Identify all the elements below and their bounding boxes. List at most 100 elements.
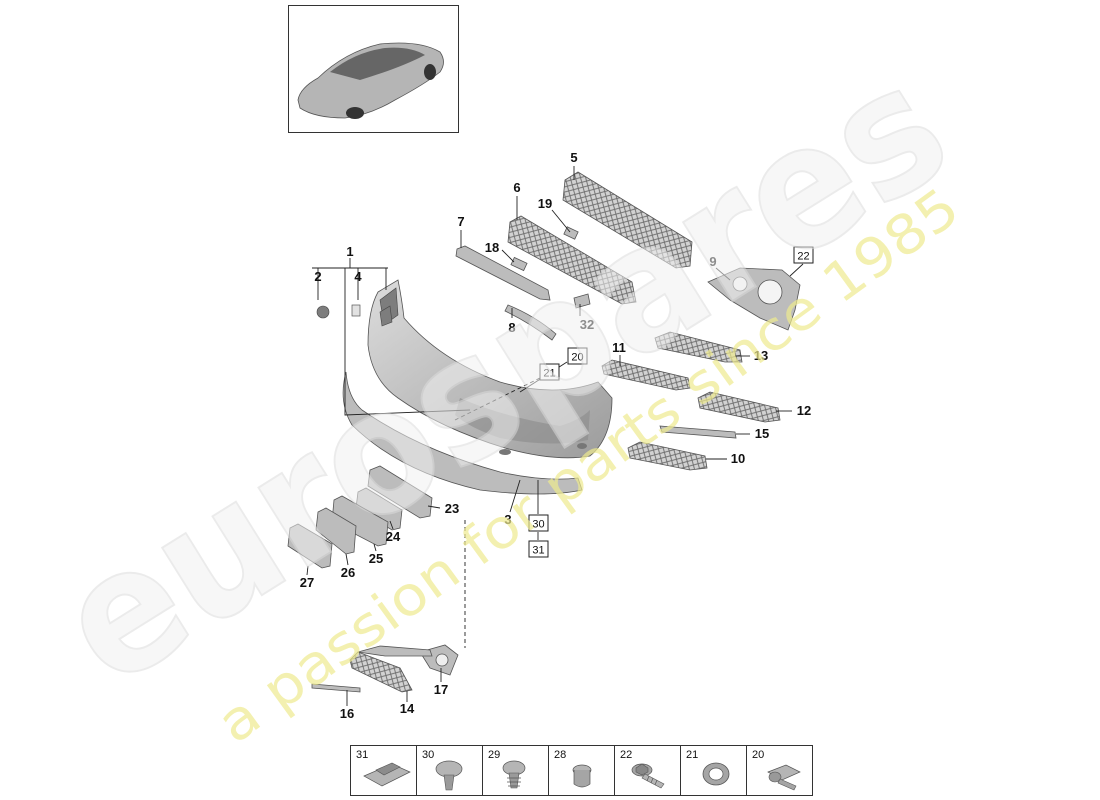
- callout-15: 15: [755, 426, 769, 441]
- part-13-air-duct: [654, 331, 743, 363]
- part-16-trim-strip: [311, 683, 361, 693]
- part-12-air-duct: [697, 391, 781, 423]
- boxed-ref-20-frame: [567, 347, 588, 365]
- legend-number-22: 22: [620, 749, 632, 761]
- leader-24: [389, 520, 394, 530]
- part-14-air-guide: [349, 651, 413, 693]
- callout-14: 14: [400, 701, 415, 716]
- boxed-ref-22: 22: [797, 251, 809, 263]
- part-9-mounting-bracket: [707, 267, 801, 331]
- callout-13: 13: [754, 348, 768, 363]
- callout-1: 1: [346, 244, 353, 259]
- callout-12: 12: [797, 403, 811, 418]
- grommet-icon: [702, 762, 730, 786]
- flange-screw-icon: [631, 763, 665, 789]
- part-14-upper-strip: [357, 645, 433, 657]
- part-19-bracket: [563, 226, 579, 240]
- boxed-ref-30: 30: [532, 519, 544, 531]
- leader-23: [427, 505, 441, 509]
- bumper-sensor-right: [577, 443, 587, 449]
- leader-3: [509, 479, 521, 513]
- callout-26: 26: [341, 565, 355, 580]
- legend-number-31: 31: [356, 749, 368, 761]
- bracket-small-opening: [732, 276, 748, 292]
- part-32-clip: [573, 293, 591, 309]
- callout-23: 23: [445, 501, 459, 516]
- callout-9: 9: [709, 254, 716, 269]
- leader-21: [454, 377, 541, 421]
- boxed-ref-31-frame: [528, 540, 549, 558]
- leader-22: [789, 263, 804, 277]
- expansion-rivet-icon: [502, 760, 526, 789]
- leader-25: [373, 543, 377, 552]
- part-15-trim-strip: [659, 425, 737, 439]
- part-5-upper-grille: [562, 171, 693, 269]
- bumper-side-vent: [379, 305, 393, 327]
- callout-2: 2: [314, 269, 321, 284]
- callout-16: 16: [340, 706, 354, 721]
- fastener-legend: 31 30 29 28 22 21: [350, 745, 813, 796]
- part-23-plate: [367, 465, 433, 519]
- car-front-wheel: [346, 107, 364, 119]
- boxed-ref-20: 20: [571, 352, 583, 364]
- car-rear-wheel: [424, 64, 436, 80]
- callout-19: 19: [538, 196, 552, 211]
- callout-25: 25: [369, 551, 383, 566]
- boxed-ref-21-frame: [539, 363, 560, 381]
- part-3-lower-spoiler: [342, 371, 583, 495]
- callout-4: 4: [354, 269, 362, 284]
- callout-10: 10: [731, 451, 745, 466]
- callouts: 1 2 4 7 6 5 19 18 8 32 9 11 13 12 15 10 …: [300, 150, 811, 721]
- part-26-plate: [315, 507, 357, 555]
- boxed-ref-22-frame: [793, 246, 814, 264]
- leader-27: [306, 565, 309, 576]
- legend-number-20: 20: [752, 749, 764, 761]
- part-27-plate: [287, 523, 333, 569]
- callout-24: 24: [386, 529, 401, 544]
- part-4-cover-cap: [351, 304, 361, 317]
- part-18-bracket: [510, 256, 528, 272]
- leader-26: [345, 553, 349, 566]
- boxed-ref-31: 31: [532, 545, 544, 557]
- part-6-center-grille: [507, 215, 637, 305]
- leader-9: [715, 267, 731, 281]
- boxed-refs: 22 20 21 30 31: [528, 246, 814, 558]
- legend-number-28: 28: [554, 749, 566, 761]
- vehicle-thumbnail: [288, 5, 459, 133]
- part-2-washer-nozzle: [316, 305, 330, 319]
- part-10-air-duct: [627, 441, 708, 471]
- bumper-sensor-left: [499, 449, 511, 455]
- spreading-rivet-icon: [572, 764, 592, 788]
- part-8-trim-strip: [504, 304, 557, 341]
- leader-1: [312, 258, 471, 416]
- leader-lines: [306, 166, 804, 706]
- callout-7: 7: [457, 214, 464, 229]
- leader-18: [501, 249, 515, 263]
- callout-32: 32: [580, 317, 594, 332]
- legend-number-30: 30: [422, 749, 434, 761]
- watermark-brand: eurospares: [27, 27, 980, 725]
- air-guide-ring: [435, 653, 449, 667]
- boxed-ref-21: 21: [543, 368, 555, 380]
- leader-19: [551, 209, 571, 233]
- legend-number-29: 29: [488, 749, 500, 761]
- bracket-lamp-opening: [757, 279, 783, 305]
- car-windows: [330, 47, 425, 80]
- callout-8: 8: [508, 320, 515, 335]
- callout-18: 18: [485, 240, 499, 255]
- part-7-trim-strip: [455, 245, 551, 301]
- legend-number-21: 21: [686, 749, 698, 761]
- callout-6: 6: [513, 180, 520, 195]
- clip-nut-screw-icon: [767, 764, 801, 791]
- callout-17: 17: [434, 682, 448, 697]
- callout-27: 27: [300, 575, 314, 590]
- legend-dividers: [416, 745, 747, 796]
- callout-11: 11: [612, 340, 626, 355]
- clip-nut-icon: [363, 762, 411, 787]
- callout-3: 3: [504, 512, 511, 527]
- boxed-ref-30-frame: [528, 514, 549, 532]
- push-rivet-icon: [435, 760, 463, 791]
- callout-5: 5: [570, 150, 577, 165]
- part-1-bumper-cover: [367, 279, 613, 459]
